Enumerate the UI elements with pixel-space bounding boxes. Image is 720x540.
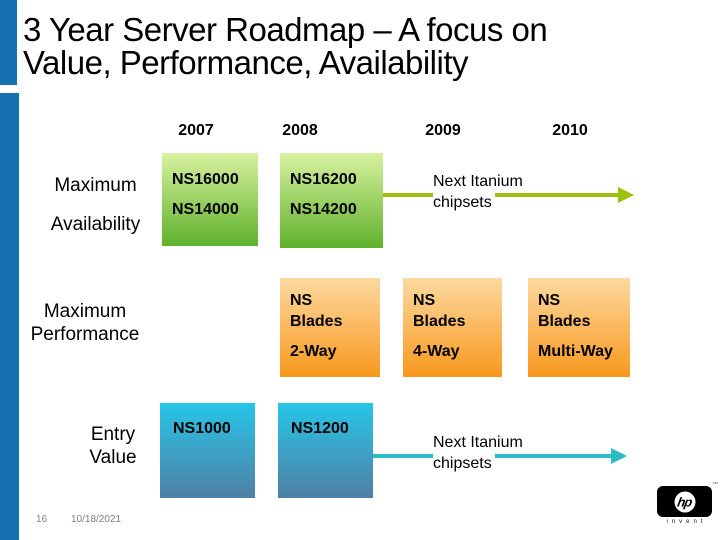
footer-date: 10/18/2021 [71, 514, 122, 525]
availability-annotation-line-2: chipsets [433, 192, 495, 213]
hp-icon: hp [674, 491, 695, 512]
row-label-entry-value-line-1: Entry [90, 424, 136, 445]
availability-annotation: Next Itanium chipsets [433, 171, 526, 213]
entry-annotation-line-2: chipsets [433, 453, 495, 474]
product-box-ns1000: NS1000 [160, 403, 255, 498]
entry-annotation-line-1: Next Itanium [433, 432, 526, 453]
hp-trademark: ™ [712, 482, 718, 488]
year-header-2009: 2009 [425, 122, 461, 139]
blades-label-ns: NS [538, 292, 561, 309]
blades-label-2way: 2-Way [290, 343, 337, 360]
row-label-maximum-performance-line-1: Maximum [43, 301, 127, 322]
availability-annotation-line-1: Next Itanium [433, 171, 526, 192]
blades-label-4way: 4-Way [413, 343, 460, 360]
availability-roadmap-arrow-line [383, 193, 620, 197]
product-name-ns1200: NS1200 [291, 420, 349, 437]
product-box-ns-blades-multiway: NS Blades Multi-Way [528, 278, 630, 377]
blades-label-blades: Blades [290, 313, 343, 330]
product-name-ns16200: NS16200 [290, 171, 357, 188]
year-header-2010: 2010 [552, 122, 588, 139]
product-box-ns16000-ns14000: NS16000 NS14000 [162, 153, 258, 246]
blades-label-multiway: Multi-Way [538, 343, 613, 360]
row-label-entry-value: Entry Value [53, 423, 173, 469]
row-label-maximum-availability-line-2: Availability [50, 214, 141, 235]
hp-logo: hp ™ invent [656, 482, 718, 525]
page-title: 3 Year Server Roadmap – A focus on Value… [23, 13, 703, 79]
blades-label-ns: NS [413, 292, 436, 309]
product-box-ns1200: NS1200 [278, 403, 373, 498]
blades-label-blades: Blades [413, 313, 466, 330]
hp-brand-text: hp [676, 494, 693, 509]
row-label-maximum-availability: Maximum Availability [33, 166, 158, 244]
entry-roadmap-arrow-head-icon [611, 448, 627, 464]
row-label-maximum-performance: Maximum Performance [10, 300, 160, 346]
left-accent-bar-top [0, 0, 17, 85]
page-number: 16 [36, 514, 48, 525]
product-name-ns14200: NS14200 [290, 201, 357, 218]
row-label-maximum-availability-line-1: Maximum [54, 175, 137, 196]
product-name-ns16000: NS16000 [172, 171, 239, 188]
blades-label-blades: Blades [538, 313, 591, 330]
blades-label-ns: NS [290, 292, 313, 309]
row-label-maximum-performance-line-2: Performance [30, 324, 140, 345]
availability-roadmap-arrow-head-icon [618, 187, 634, 203]
page-title-line-2: Value, Performance, Availability [23, 44, 469, 81]
product-name-ns1000: NS1000 [173, 420, 231, 437]
product-box-ns-blades-2way: NS Blades 2-Way [280, 278, 380, 377]
entry-annotation: Next Itanium chipsets [433, 432, 526, 474]
product-box-ns-blades-4way: NS Blades 4-Way [403, 278, 502, 377]
left-accent-bar-bottom [0, 93, 19, 540]
hp-logo-box: hp ™ [657, 482, 718, 517]
page-title-line-1: 3 Year Server Roadmap – A focus on [23, 11, 548, 48]
product-box-ns16200-ns14200: NS16200 NS14200 [280, 153, 383, 248]
year-header-2007: 2007 [178, 122, 214, 139]
hp-tagline: invent [666, 519, 707, 525]
product-name-ns14000: NS14000 [172, 201, 239, 218]
row-label-entry-value-line-2: Value [89, 447, 137, 468]
year-header-2008: 2008 [282, 122, 318, 139]
